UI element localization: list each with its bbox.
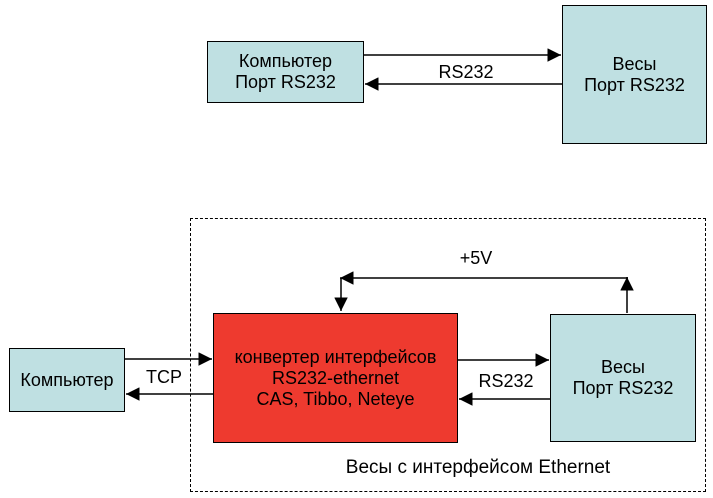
top-rs232-label: RS232 xyxy=(438,62,494,82)
bottom-rs232-label: RS232 xyxy=(478,371,534,391)
bottom-scales-box-line1: Весы xyxy=(601,357,645,377)
bottom-computer-box: Компьютер xyxy=(9,348,125,412)
top-scales-box: Весы Порт RS232 xyxy=(562,5,707,144)
top-computer-box: Компьютер Порт RS232 xyxy=(207,41,364,103)
tcp-label: TCP xyxy=(146,367,182,387)
bottom-computer-box-label: Компьютер xyxy=(20,369,114,390)
ethernet-scales-caption: Весы с интерфейсом Ethernet xyxy=(345,457,611,478)
power-5v-label: +5V xyxy=(459,248,493,268)
ethernet-scales-dashed-frame xyxy=(190,218,706,492)
top-computer-box-line2: Порт RS232 xyxy=(235,72,336,92)
interface-converter-box: конвертер интерфейсов RS232-ethernet CAS… xyxy=(213,313,458,443)
interface-converter-box-line3: CAS, Tibbo, Neteye xyxy=(256,388,415,409)
interface-converter-box-line2: RS232-ethernet xyxy=(271,367,400,388)
bottom-scales-box: Весы Порт RS232 xyxy=(550,314,696,442)
interface-converter-box-line1: конвертер интерфейсов xyxy=(234,346,437,367)
bottom-scales-box-line2: Порт RS232 xyxy=(572,378,674,398)
top-scales-box-line1: Весы xyxy=(612,53,657,74)
top-computer-box-line1: Компьютер xyxy=(238,51,333,71)
top-scales-box-line2: Порт RS232 xyxy=(584,74,685,95)
